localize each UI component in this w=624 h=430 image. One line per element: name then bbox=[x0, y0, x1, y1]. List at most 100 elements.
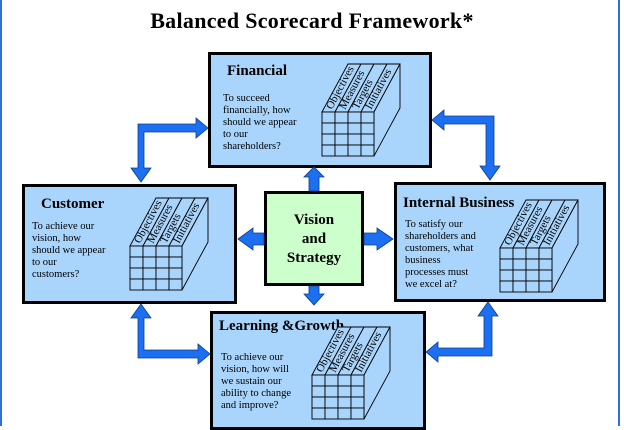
customer-grid-cell bbox=[155, 267, 170, 280]
financial-grid-cell bbox=[360, 133, 375, 146]
financial-grid-cell bbox=[334, 133, 349, 146]
customer-grid-cell bbox=[142, 267, 157, 280]
financial-grid-cell bbox=[347, 111, 362, 124]
vision-line: Strategy bbox=[286, 250, 342, 266]
internal-grid-cell bbox=[499, 258, 514, 271]
internal-grid-cell bbox=[499, 269, 514, 282]
internal-grid-cell bbox=[512, 280, 527, 293]
financial-question-line: To succeed bbox=[223, 93, 270, 104]
customer-question-line: vision, how bbox=[32, 233, 82, 244]
learning-grid-cell bbox=[324, 385, 339, 398]
learning-grid-cell bbox=[311, 396, 326, 409]
financial-question-line: financially, how bbox=[223, 105, 291, 116]
customer-grid-cell bbox=[168, 256, 183, 269]
customer-question-line: to our bbox=[32, 257, 57, 268]
internal-grid-cell bbox=[525, 269, 540, 282]
elbow-arrow-bottom-left-icon bbox=[130, 303, 211, 365]
learning-growth-question: To achieve our vision, how will we susta… bbox=[221, 352, 317, 412]
learning-question-line: and improve? bbox=[221, 400, 279, 411]
internal-grid-cell bbox=[512, 258, 527, 271]
customer-grid-cell bbox=[168, 245, 183, 258]
internal-grid-cell bbox=[499, 247, 514, 260]
internal-grid-cell bbox=[512, 247, 527, 260]
customer-question-line: To achieve our bbox=[32, 221, 95, 232]
financial-grid-cell bbox=[321, 133, 336, 146]
learning-growth-title: Learning &Growth bbox=[219, 318, 345, 334]
financial-grid-cell bbox=[321, 122, 336, 135]
customer-grid-cell bbox=[168, 267, 183, 280]
financial-grid-cell bbox=[334, 122, 349, 135]
customer-grid-cell bbox=[142, 245, 157, 258]
financial-title: Financial bbox=[227, 63, 288, 79]
financial-grid-cell bbox=[347, 133, 362, 146]
learning-grid-cell bbox=[324, 407, 339, 420]
financial-grid-cell bbox=[360, 122, 375, 135]
learning-grid-cell bbox=[350, 396, 365, 409]
internal-business-title: Internal Business bbox=[403, 195, 515, 211]
learning-grid-cell bbox=[337, 396, 352, 409]
customer-grid-cell bbox=[129, 256, 144, 269]
financial-grid-cell bbox=[360, 111, 375, 124]
arrow-down-icon bbox=[303, 285, 325, 306]
customer-grid-cell bbox=[155, 278, 170, 291]
learning-question-line: To achieve our bbox=[221, 352, 284, 363]
internal-grid-cell bbox=[538, 280, 553, 293]
learning-grid-cell bbox=[311, 385, 326, 398]
customer-grid-cell bbox=[155, 245, 170, 258]
learning-grid-cell bbox=[337, 374, 352, 387]
customer-question-line: customers? bbox=[32, 269, 80, 280]
customer-grid-cell bbox=[129, 267, 144, 280]
customer-question: To achieve our vision, how should we app… bbox=[32, 221, 128, 281]
internal-grid-cell bbox=[538, 258, 553, 271]
learning-question-line: vision, how will bbox=[221, 364, 289, 375]
customer-grid-cell bbox=[155, 256, 170, 269]
financial-grid-cell bbox=[347, 122, 362, 135]
internal-business-question: To satisfy our shareholders and customer… bbox=[405, 219, 501, 291]
arrow-left-icon bbox=[237, 227, 265, 251]
internal-question-line: processes must bbox=[405, 267, 469, 278]
vision-line: and bbox=[301, 231, 327, 247]
financial-grid-cell bbox=[321, 144, 336, 157]
financial-grid-cell bbox=[334, 144, 349, 157]
customer-title: Customer bbox=[41, 196, 105, 212]
vision-strategy-box: Vision and Strategy bbox=[264, 191, 364, 286]
internal-grid-cell bbox=[525, 258, 540, 271]
center-arrows bbox=[237, 166, 394, 306]
internal-grid-cell bbox=[512, 269, 527, 282]
learning-grid-cell bbox=[350, 374, 365, 387]
internal-grid-cell bbox=[538, 247, 553, 260]
customer-grid-cell bbox=[129, 278, 144, 291]
financial-question-line: shareholders? bbox=[223, 141, 281, 152]
learning-question-line: we sustain our bbox=[221, 376, 282, 387]
learning-grid-cell bbox=[350, 385, 365, 398]
learning-grid-cell bbox=[350, 407, 365, 420]
financial-grid-cell bbox=[360, 144, 375, 157]
internal-question-line: business bbox=[405, 255, 441, 266]
learning-grid-cell bbox=[311, 407, 326, 420]
arrow-right-icon bbox=[363, 227, 394, 251]
financial-grid-cell bbox=[347, 144, 362, 157]
customer-question-line: should we appear bbox=[32, 245, 106, 256]
internal-grid-cell bbox=[525, 280, 540, 293]
elbow-arrow-top-left-icon bbox=[130, 117, 209, 183]
customer-grid-cell bbox=[129, 245, 144, 258]
financial-grid-cell bbox=[334, 111, 349, 124]
internal-question-line: shareholders and bbox=[405, 231, 476, 242]
learning-grid-cell bbox=[324, 396, 339, 409]
elbow-arrow-top-right-icon bbox=[431, 109, 501, 181]
learning-question-line: ability to change bbox=[221, 388, 291, 399]
vision-strategy-label: Vision and Strategy bbox=[267, 211, 361, 268]
internal-grid-cell bbox=[525, 247, 540, 260]
scorecard-grids: ObjectivesMeasuresTargetsInitiativesObje… bbox=[129, 63, 579, 420]
internal-grid-cell bbox=[499, 280, 514, 293]
vision-line: Vision bbox=[293, 212, 335, 228]
elbow-arrow-bottom-right-icon bbox=[425, 301, 499, 363]
learning-grid-cell bbox=[324, 374, 339, 387]
learning-grid-cell bbox=[337, 407, 352, 420]
customer-grid-cell bbox=[142, 278, 157, 291]
financial-question-line: to our bbox=[223, 129, 248, 140]
